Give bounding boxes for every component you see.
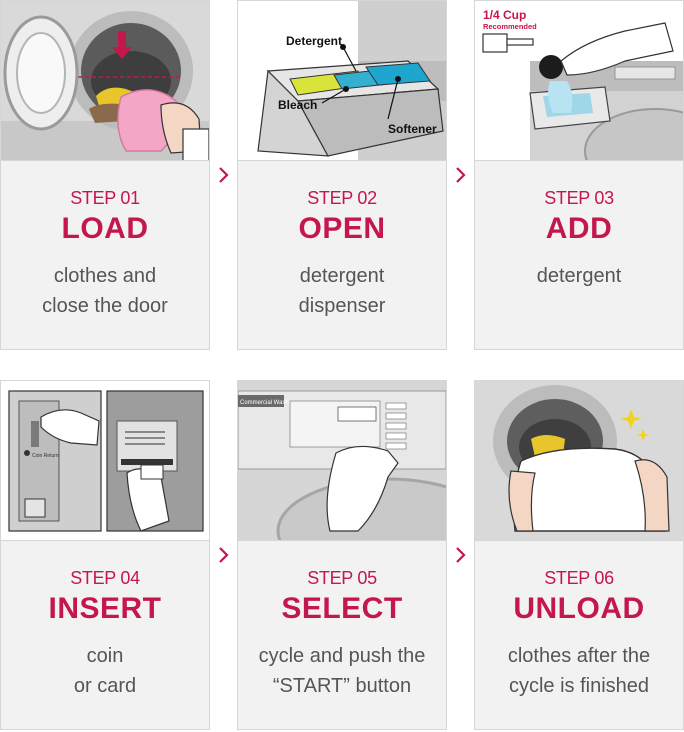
step-card-add: 1/4 Cup Recommended STEP 03 ADD detergen… [474, 0, 684, 350]
step-description: clothes after the cycle is finished [481, 641, 677, 701]
step-title: ADD [545, 212, 613, 245]
label-panel: Commercial Washer [240, 400, 294, 406]
select-cycle-illustration: Commercial Washer [238, 381, 446, 541]
chevron-right-icon [216, 165, 232, 185]
label-coin-return: Coin Return [32, 453, 59, 459]
step-number: STEP 04 [70, 568, 140, 588]
label-bleach: Bleach [278, 98, 317, 112]
step-description-line: dispenser [298, 295, 386, 317]
step-description-line: coin [86, 645, 124, 667]
step-title: LOAD [61, 212, 149, 245]
step-description: detergent [481, 261, 677, 291]
step-title: OPEN [298, 212, 386, 245]
add-detergent-illustration: 1/4 Cup Recommended [475, 1, 683, 161]
step-description: cycle and push the “START” button [244, 641, 440, 701]
step-title: INSERT [48, 592, 162, 625]
step-number: STEP 02 [307, 188, 377, 208]
label-recommended: Recommended [483, 22, 537, 31]
step-card-insert: Coin Return STEP 04 INSERT coin or card [0, 380, 210, 730]
detergent-dispenser-illustration: Detergent Bleach Softener [238, 1, 446, 161]
step-description-line: detergent [536, 265, 622, 287]
chevron-right-icon [216, 545, 232, 565]
step-description-line: “START” button [272, 675, 412, 697]
step-number: STEP 01 [70, 188, 140, 208]
step-card-select: Commercial Washer STEP 05 SELECT cycle a… [237, 380, 447, 730]
unload-laundry-illustration [475, 381, 683, 541]
step-card-open: Detergent Bleach Softener STEP 02 OPEN d… [237, 0, 447, 350]
step-description-line: clothes and [53, 265, 157, 287]
step-title: UNLOAD [513, 592, 645, 625]
step-title: SELECT [281, 592, 403, 625]
step-description: coin or card [7, 641, 203, 701]
step-description: clothes and close the door [7, 261, 203, 321]
step-description-line: close the door [42, 295, 168, 317]
step-number: STEP 06 [544, 568, 614, 588]
step-description-line: cycle is finished [508, 675, 650, 697]
step-number: STEP 03 [544, 188, 614, 208]
load-laundry-illustration [1, 1, 209, 161]
chevron-right-icon [453, 545, 469, 565]
step-card-load: STEP 01 LOAD clothes and close the door [0, 0, 210, 350]
chevron-right-icon [453, 165, 469, 185]
label-softener: Softener [388, 122, 437, 136]
step-card-unload: STEP 06 UNLOAD clothes after the cycle i… [474, 380, 684, 730]
step-description-line: cycle and push the [258, 645, 426, 667]
label-detergent: Detergent [286, 34, 342, 48]
step-description-line: detergent [299, 265, 385, 287]
step-description: detergent dispenser [244, 261, 440, 321]
insert-coin-card-illustration: Coin Return [1, 381, 209, 541]
step-description-line: clothes after the [507, 645, 651, 667]
step-description-line: or card [73, 675, 137, 697]
step-number: STEP 05 [307, 568, 377, 588]
label-cup: 1/4 Cup [483, 8, 526, 22]
